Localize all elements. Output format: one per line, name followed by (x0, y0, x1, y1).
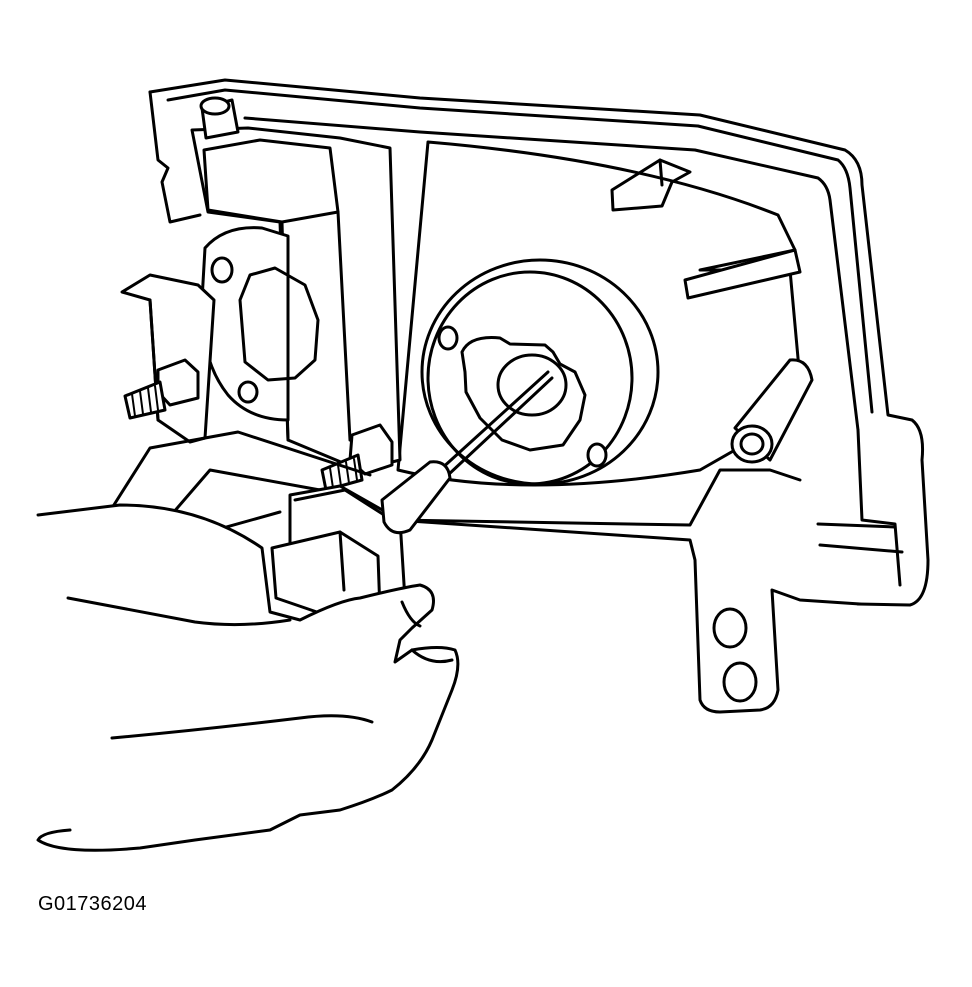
adjuster-bracket (190, 96, 402, 472)
left-mounting-plate (120, 273, 216, 444)
bulb-mount-flange (420, 258, 660, 486)
top-clip (610, 158, 692, 212)
aiming-tool (380, 370, 554, 535)
lower-stud (320, 423, 394, 492)
figure-caption: G01736204 (38, 893, 148, 915)
hand (36, 503, 460, 852)
pivot-cylinder (730, 358, 814, 464)
reflector-housing (396, 140, 802, 487)
rear-socket (200, 226, 320, 422)
headlamp-housing-frame (148, 78, 930, 607)
lower-mounting-tab (393, 468, 862, 714)
